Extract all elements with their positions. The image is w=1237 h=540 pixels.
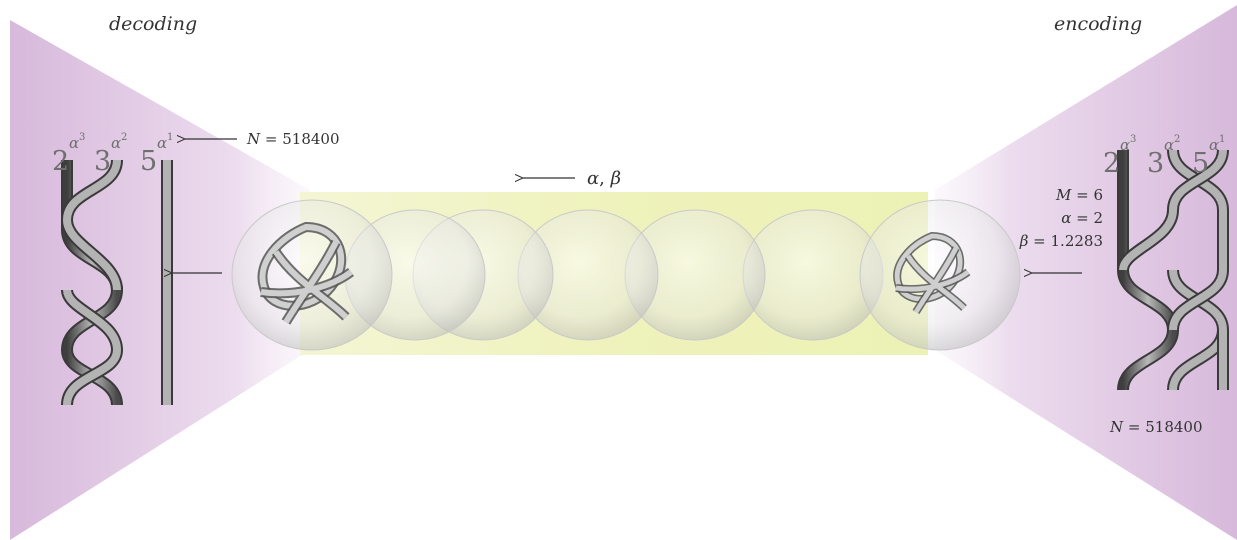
decoding-braid [60,159,173,406]
factor-base: 5 [140,146,157,177]
decoding-panel [10,20,310,540]
factor-base: 5 [1192,148,1209,179]
n-equation: = 518400 [1123,418,1202,436]
n-variable: N [246,130,261,148]
encoding-parameters: M = 6 α = 2 β = 1.2283 [1019,186,1103,250]
factor-exponent-index: 2 [121,132,127,143]
decoding-factorization: 2 α 3 3 α 2 5 α 1 [52,132,173,177]
factor-exponent: α [1164,136,1174,154]
alpha-symbol: α [587,168,599,189]
encoding-n-value: N = 518400 [1109,418,1203,436]
encoding-knot [893,231,971,315]
n-equation: = 518400 [260,130,339,148]
alpha-beta-label: α, β [587,168,621,189]
param-beta: β = 1.2283 [1019,232,1103,250]
encoding-braid [1117,149,1230,391]
factor-exponent: α [69,134,79,152]
decoding-n-value: N = 518400 [246,130,340,148]
factor-exponent-index: 1 [167,132,173,143]
factor-exponent-index: 2 [1174,134,1180,145]
factor-exponent: α [1209,136,1219,154]
sphere-sequence [231,199,1021,351]
param-alpha: α = 2 [1061,209,1103,227]
factor-exponent-index: 1 [1219,134,1225,145]
factor-exponent-index: 3 [79,132,85,143]
encoding-title: encoding [1054,13,1142,35]
factor-base: 2 [52,146,69,177]
factor-exponent-index: 3 [1130,134,1136,145]
beta-symbol: β [610,168,621,189]
factor-exponent: α [157,134,167,152]
factor-base: 3 [1147,148,1164,179]
n-variable: N [1109,418,1124,436]
encoding-factorization: 2 α 3 3 α 2 5 α 1 [1103,134,1225,179]
decoding-title: decoding [109,13,197,35]
factor-base: 2 [1103,148,1120,179]
comma: , [599,168,610,189]
decoding-knot [257,221,354,325]
factor-exponent: α [111,134,121,152]
param-m: M = 6 [1055,186,1103,204]
factor-exponent: α [1120,136,1130,154]
factor-base: 3 [94,146,111,177]
encoding-panel [935,5,1237,540]
